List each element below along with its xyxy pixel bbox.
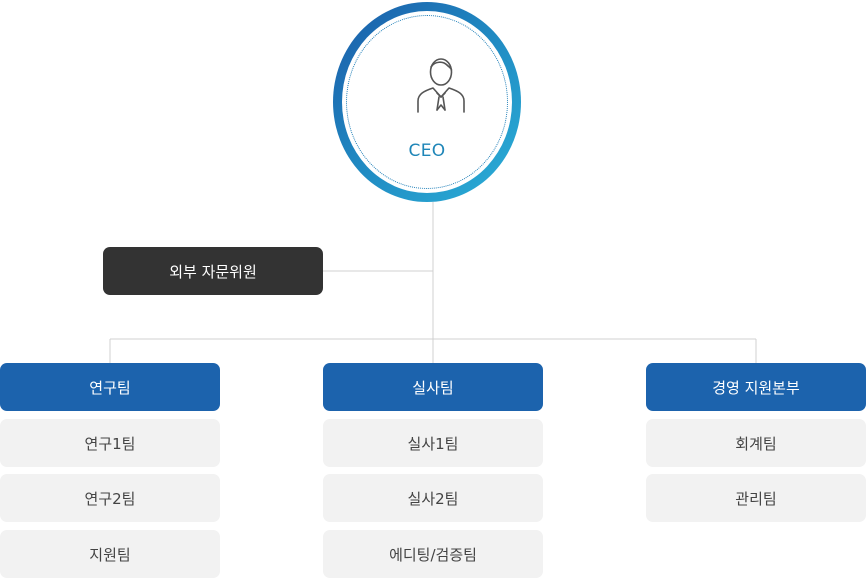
team-box: 실사1팀 <box>323 419 543 467</box>
ceo-node-inner: CEO <box>342 11 512 193</box>
dept-management-box: 경영 지원본부 <box>646 363 866 411</box>
dept-research-box: 연구팀 <box>0 363 220 411</box>
ceo-label: CEO <box>408 141 446 161</box>
team-box: 연구2팀 <box>0 474 220 522</box>
advisory-committee-box: 외부 자문위원 <box>103 247 323 295</box>
ceo-node: CEO <box>333 2 521 202</box>
team-box: 연구1팀 <box>0 419 220 467</box>
dept-survey-box: 실사팀 <box>323 363 543 411</box>
person-icon <box>417 58 465 113</box>
team-box: 에디팅/검증팀 <box>323 530 543 578</box>
team-box: 실사2팀 <box>323 474 543 522</box>
team-box: 지원팀 <box>0 530 220 578</box>
team-box: 회계팀 <box>646 419 866 467</box>
team-box: 관리팀 <box>646 474 866 522</box>
ceo-dotted-ring <box>346 15 508 189</box>
